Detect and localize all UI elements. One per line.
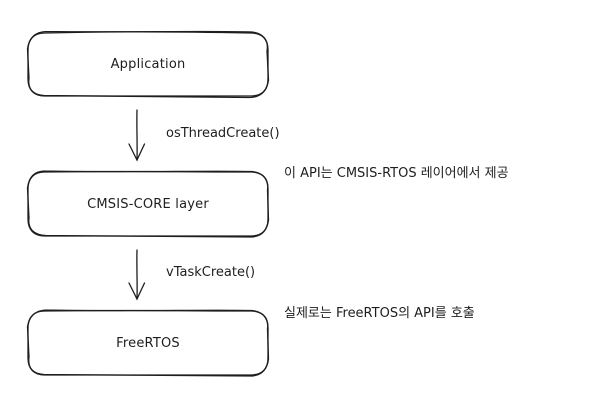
freertos-node-label: FreeRTOS <box>116 335 180 351</box>
freertos-box-outline <box>26 309 270 377</box>
application-node: Application <box>28 32 268 96</box>
cmsis-box-outline <box>26 170 270 238</box>
freertos-annotation-note: 실제로는 FreeRTOS의 API를 호출 <box>284 306 475 321</box>
vtask-create-edge-label: vTaskCreate() <box>166 265 256 280</box>
cmsis-core-layer-node: CMSIS-CORE layer <box>28 172 268 236</box>
freertos-node: FreeRTOS <box>28 311 268 375</box>
application-node-label: Application <box>110 56 186 72</box>
cmsis-annotation-note: 이 API는 CMSIS-RTOS 레이어에서 제공 <box>284 166 509 181</box>
application-box-outline <box>26 30 270 99</box>
arrow-app-to-cmsis <box>128 109 146 162</box>
os-thread-create-edge-label: osThreadCreate() <box>166 126 280 141</box>
arrow-cmsis-to-freertos <box>128 249 146 301</box>
cmsis-core-layer-node-label: CMSIS-CORE layer <box>87 196 209 212</box>
